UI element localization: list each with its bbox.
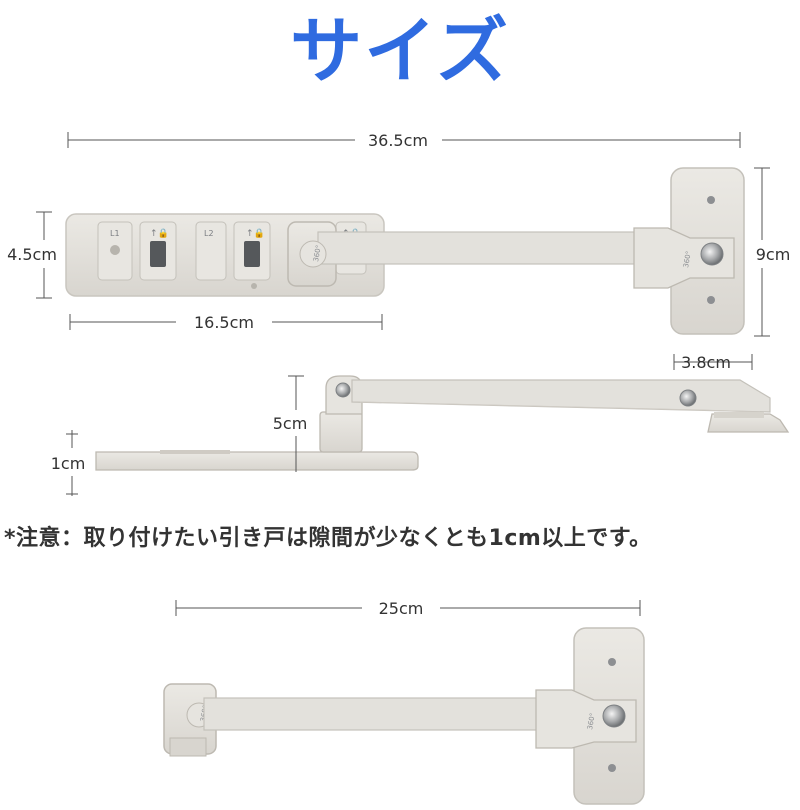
top-slot-group-1: L1 ↑🔒 (97, 221, 177, 281)
dim-top-base: 16.5cm (194, 313, 254, 332)
bottom-view: 360° 360° (163, 627, 645, 805)
dim-side-height: 5cm (273, 414, 308, 433)
dim-side-offset: 3.8cm (681, 353, 731, 372)
slot-dark (244, 241, 260, 267)
lock-icon: ↑🔒 (246, 228, 265, 239)
top-dimension-lines (36, 132, 770, 337)
dim-bottom-length: 25cm (379, 599, 424, 618)
rotate-mark-icon: 360° (312, 244, 323, 262)
dim-top-total: 36.5cm (368, 131, 428, 150)
install-note: *注意：取り付けたい引き戸は隙間が少なくとも1cm以上です。 (4, 526, 652, 551)
rotate-mark-icon: 360° (586, 712, 597, 730)
top-arm (317, 231, 659, 265)
slot-mark-icon: L1 (110, 229, 120, 238)
bottom-arm (203, 697, 545, 731)
side-dimension-lines (66, 354, 753, 496)
top-slot-group-2: L2 ↑🔒 (195, 221, 271, 289)
dim-side-thickness: 1cm (51, 454, 86, 473)
dim-top-plate-height: 9cm (756, 245, 791, 264)
bottom-hinge-bracket (535, 689, 637, 749)
slot-dark (150, 241, 166, 267)
lock-icon: ↑🔒 (150, 228, 169, 239)
page-title: サイズ (290, 9, 510, 93)
side-post (319, 411, 363, 453)
dim-top-height: 4.5cm (7, 245, 57, 264)
slot-mark-icon: L2 (204, 229, 214, 238)
rotate-mark-icon: 360° (682, 250, 693, 268)
side-view (95, 375, 790, 471)
top-view: L1 ↑🔒 L2 ↑🔒 ↑🔒 360° (65, 167, 745, 335)
bottom-dimension-lines (175, 600, 641, 616)
side-base-plate (95, 451, 419, 471)
